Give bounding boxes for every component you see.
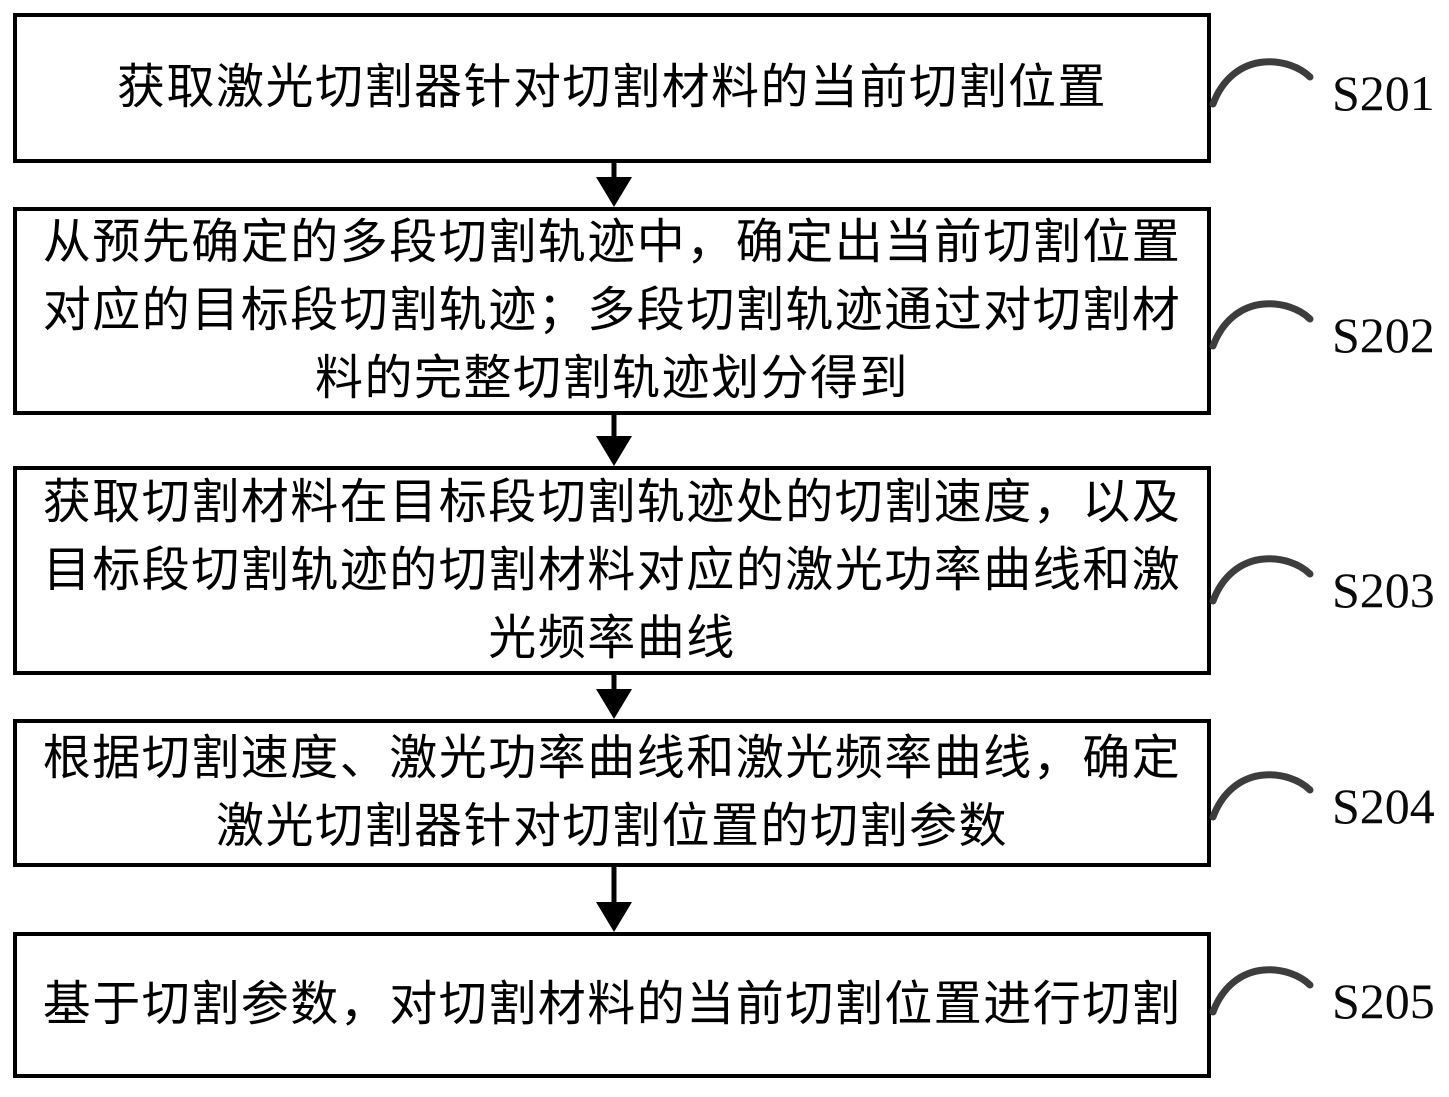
- step-text-line: 激光切割器针对切割位置的切割参数: [215, 800, 1008, 853]
- arc-stroke: [1209, 966, 1314, 1016]
- step-text-line: 获取切割材料在目标段切割轨迹处的切割速度，以及: [42, 475, 1182, 529]
- step-text-line: 对应的目标段切割轨迹；多段切割轨迹通过对切割材: [42, 284, 1182, 337]
- step-connector-arc-s204: [1209, 771, 1314, 821]
- step-box-s202: 从预先确定的多段切割轨迹中，确定出当前切割位置 对应的目标段切割轨迹；多段切割轨…: [13, 207, 1211, 415]
- arrow-head: [596, 689, 632, 719]
- step-box-s205: 基于切割参数，对切割材料的当前切割位置进行切割: [13, 932, 1211, 1078]
- arrow-head: [596, 177, 632, 207]
- step-text-line: 料的完整切割轨迹划分得到: [314, 352, 909, 405]
- step-box-s203: 获取切割材料在目标段切割轨迹处的切割速度，以及 目标段切割轨迹的切割材料对应的激…: [13, 466, 1211, 675]
- step-text-line: 目标段切割轨迹的切割材料对应的激光功率曲线和激: [42, 543, 1182, 597]
- step-box-s204: 根据切割速度、激光功率曲线和激光频率曲线，确定 激光切割器针对切割位置的切割参数: [13, 719, 1211, 867]
- down-arrow-1: [596, 163, 632, 207]
- step-text-line: 获取激光切割器针对切割材料的当前切割位置: [116, 61, 1107, 114]
- step-text-line: 从预先确定的多段切割轨迹中，确定出当前切割位置: [42, 216, 1182, 269]
- arc-stroke: [1209, 771, 1314, 821]
- step-connector-arc-s203: [1209, 555, 1314, 605]
- down-arrow-2: [596, 415, 632, 466]
- step-text-line: 光频率曲线: [488, 611, 736, 665]
- step-text-line: 根据切割速度、激光功率曲线和激光频率曲线，确定: [42, 732, 1182, 785]
- step-label-s204: S204: [1332, 778, 1435, 834]
- down-arrow-4: [596, 867, 632, 932]
- arc-stroke: [1209, 300, 1314, 350]
- step-connector-arc-s202: [1209, 300, 1314, 350]
- step-label-s203: S203: [1332, 562, 1435, 618]
- arrow-head: [596, 436, 632, 466]
- step-label-s201: S201: [1332, 65, 1435, 121]
- down-arrow-3: [596, 675, 632, 719]
- step-connector-arc-s201: [1209, 58, 1314, 108]
- arc-stroke: [1209, 555, 1314, 605]
- arc-stroke: [1209, 58, 1314, 108]
- step-box-s201: 获取激光切割器针对切割材料的当前切割位置: [13, 13, 1211, 163]
- arrow-head: [596, 902, 632, 932]
- step-label-s202: S202: [1332, 307, 1435, 363]
- step-connector-arc-s205: [1209, 966, 1314, 1016]
- step-label-s205: S205: [1332, 973, 1435, 1029]
- step-text-line: 基于切割参数，对切割材料的当前切割位置进行切割: [42, 978, 1182, 1031]
